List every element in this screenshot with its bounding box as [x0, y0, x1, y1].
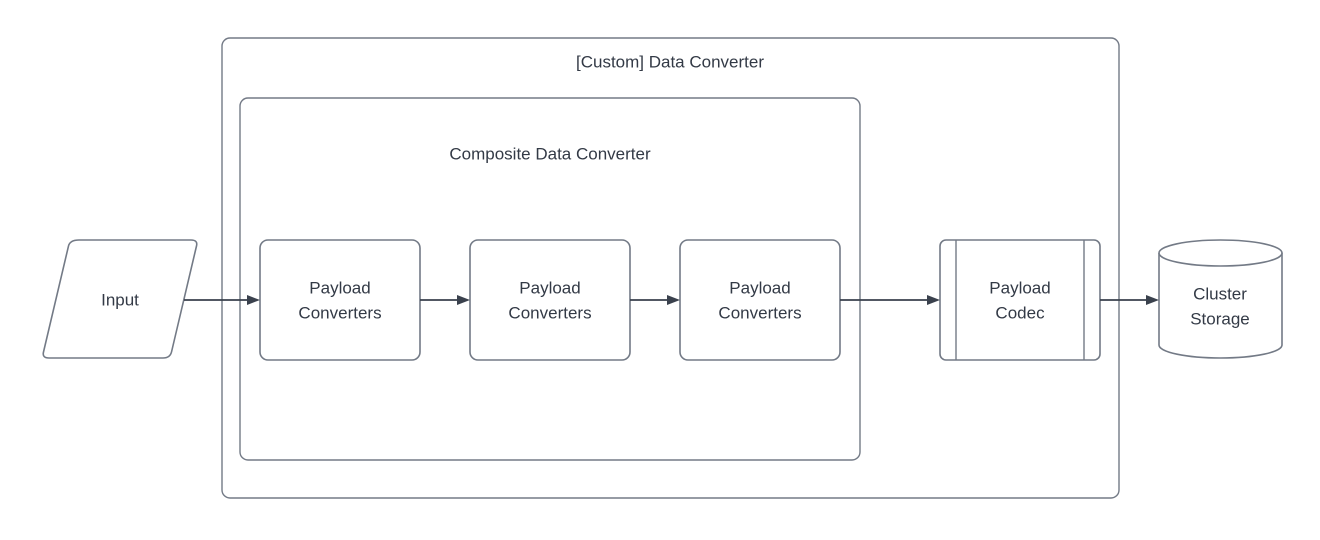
cluster-storage-cylinder-body: [1158, 253, 1283, 359]
payload-converters-2-label-line2: Converters: [508, 304, 591, 323]
node-payload-codec: Payload Codec: [939, 239, 1101, 361]
arrow-head-icon: [927, 295, 940, 305]
payload-converters-2-label-line1: Payload: [519, 279, 580, 298]
payload-converters-1-label-line2: Converters: [298, 304, 381, 323]
payload-codec-label-line1: Payload: [989, 279, 1050, 298]
payload-converters-3-label-line1: Payload: [729, 279, 790, 298]
payload-converters-2-box: [469, 239, 631, 361]
cluster-storage-label-line1: Cluster: [1193, 285, 1247, 304]
payload-codec-label-line2: Codec: [995, 304, 1045, 323]
arrow-codec-to-storage: [1100, 295, 1159, 305]
cluster-storage-label-line2: Storage: [1190, 310, 1250, 329]
payload-converters-3-label-line2: Converters: [718, 304, 801, 323]
node-input: Input: [42, 239, 198, 359]
input-parallelogram: [42, 239, 198, 359]
composite-data-converter-title: Composite Data Converter: [449, 145, 651, 164]
payload-converters-1-label-line1: Payload: [309, 279, 370, 298]
arrow-converter1-to-converter2: [420, 295, 470, 305]
payload-converters-3-box: [679, 239, 841, 361]
payload-converters-1-box: [259, 239, 421, 361]
arrow-head-icon: [457, 295, 470, 305]
arrow-head-icon: [667, 295, 680, 305]
arrow-input-to-converter1: [184, 295, 260, 305]
arrow-head-icon: [247, 295, 260, 305]
node-payload-converters-2: Payload Converters: [469, 239, 631, 361]
arrow-converter3-to-codec: [840, 295, 940, 305]
node-payload-converters-3: Payload Converters: [679, 239, 841, 361]
input-label: Input: [101, 291, 139, 310]
node-cluster-storage: Cluster Storage: [1158, 239, 1283, 359]
node-payload-converters-1: Payload Converters: [259, 239, 421, 361]
payload-codec-box: [939, 239, 1101, 361]
arrow-head-icon: [1146, 295, 1159, 305]
cluster-storage-cylinder-top: [1158, 239, 1283, 267]
arrow-converter2-to-converter3: [630, 295, 680, 305]
custom-data-converter-title: [Custom] Data Converter: [576, 53, 764, 72]
